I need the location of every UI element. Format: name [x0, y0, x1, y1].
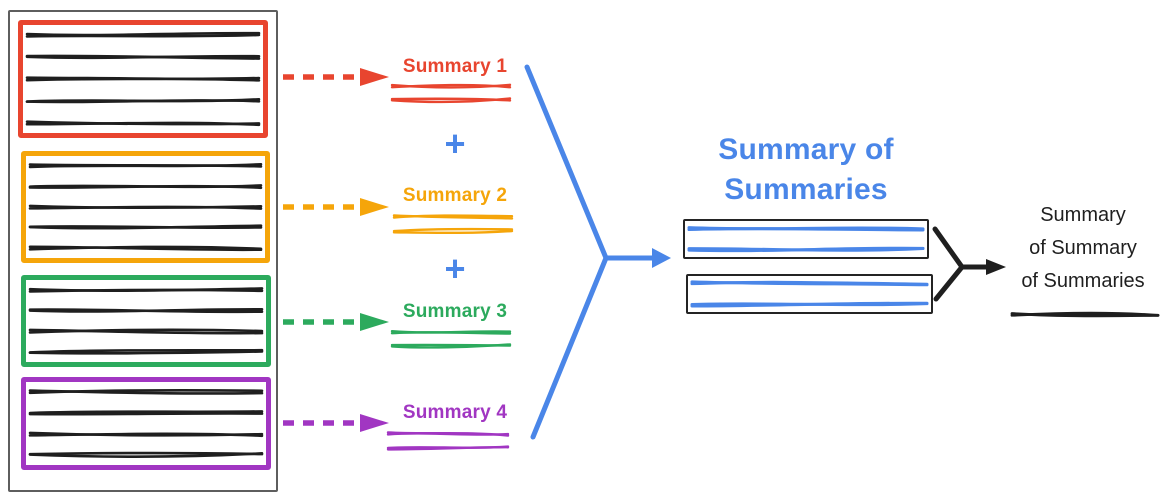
blue-text-scribble	[687, 226, 925, 253]
summary-of-summaries-box-2	[686, 274, 933, 314]
plus-operator-2: +	[444, 248, 466, 289]
title-line-1: Summary of	[718, 133, 894, 166]
arrow-chunk4-to-summary4	[283, 414, 389, 432]
summary-of-summaries-box-1	[683, 219, 929, 259]
source-chunk-4	[21, 377, 271, 470]
source-document	[8, 10, 278, 492]
source-chunk-3	[21, 275, 271, 367]
summary-1-label: Summary 1	[402, 56, 508, 77]
handwritten-text-lines	[28, 287, 264, 355]
summary-1-scribble	[390, 83, 512, 104]
handwritten-text-lines	[28, 163, 263, 252]
final-line-1: Summary	[1040, 204, 1126, 226]
blue-text-scribble	[690, 280, 929, 308]
merge-arrow-final	[932, 226, 1006, 302]
arrow-chunk2-to-summary2	[283, 198, 389, 216]
merge-arrow-summaries	[524, 64, 671, 440]
summary-4-label: Summary 4	[402, 402, 508, 423]
plus-operator-1: +	[444, 123, 466, 164]
summary-of-summaries-title: Summary of Summaries	[696, 130, 916, 210]
summary-2-label: Summary 2	[402, 185, 508, 206]
title-line-2: Summaries	[724, 173, 888, 206]
source-chunk-1	[18, 20, 268, 138]
arrow-chunk1-to-summary1	[283, 68, 389, 86]
final-summary-scribble	[1010, 311, 1160, 318]
final-line-3: of Summaries	[1021, 270, 1145, 292]
final-summary-label: Summary of Summary of Summaries	[1000, 199, 1166, 298]
source-chunk-2	[21, 151, 270, 263]
arrow-chunk3-to-summary3	[283, 313, 389, 331]
summary-2-scribble	[392, 214, 514, 235]
summary-3-scribble	[390, 329, 512, 349]
summary-3-label: Summary 3	[402, 301, 508, 322]
handwritten-text-lines	[28, 388, 264, 458]
final-line-2: of Summary	[1029, 237, 1137, 259]
handwritten-text-lines	[25, 31, 261, 127]
summary-4-scribble	[386, 431, 510, 451]
